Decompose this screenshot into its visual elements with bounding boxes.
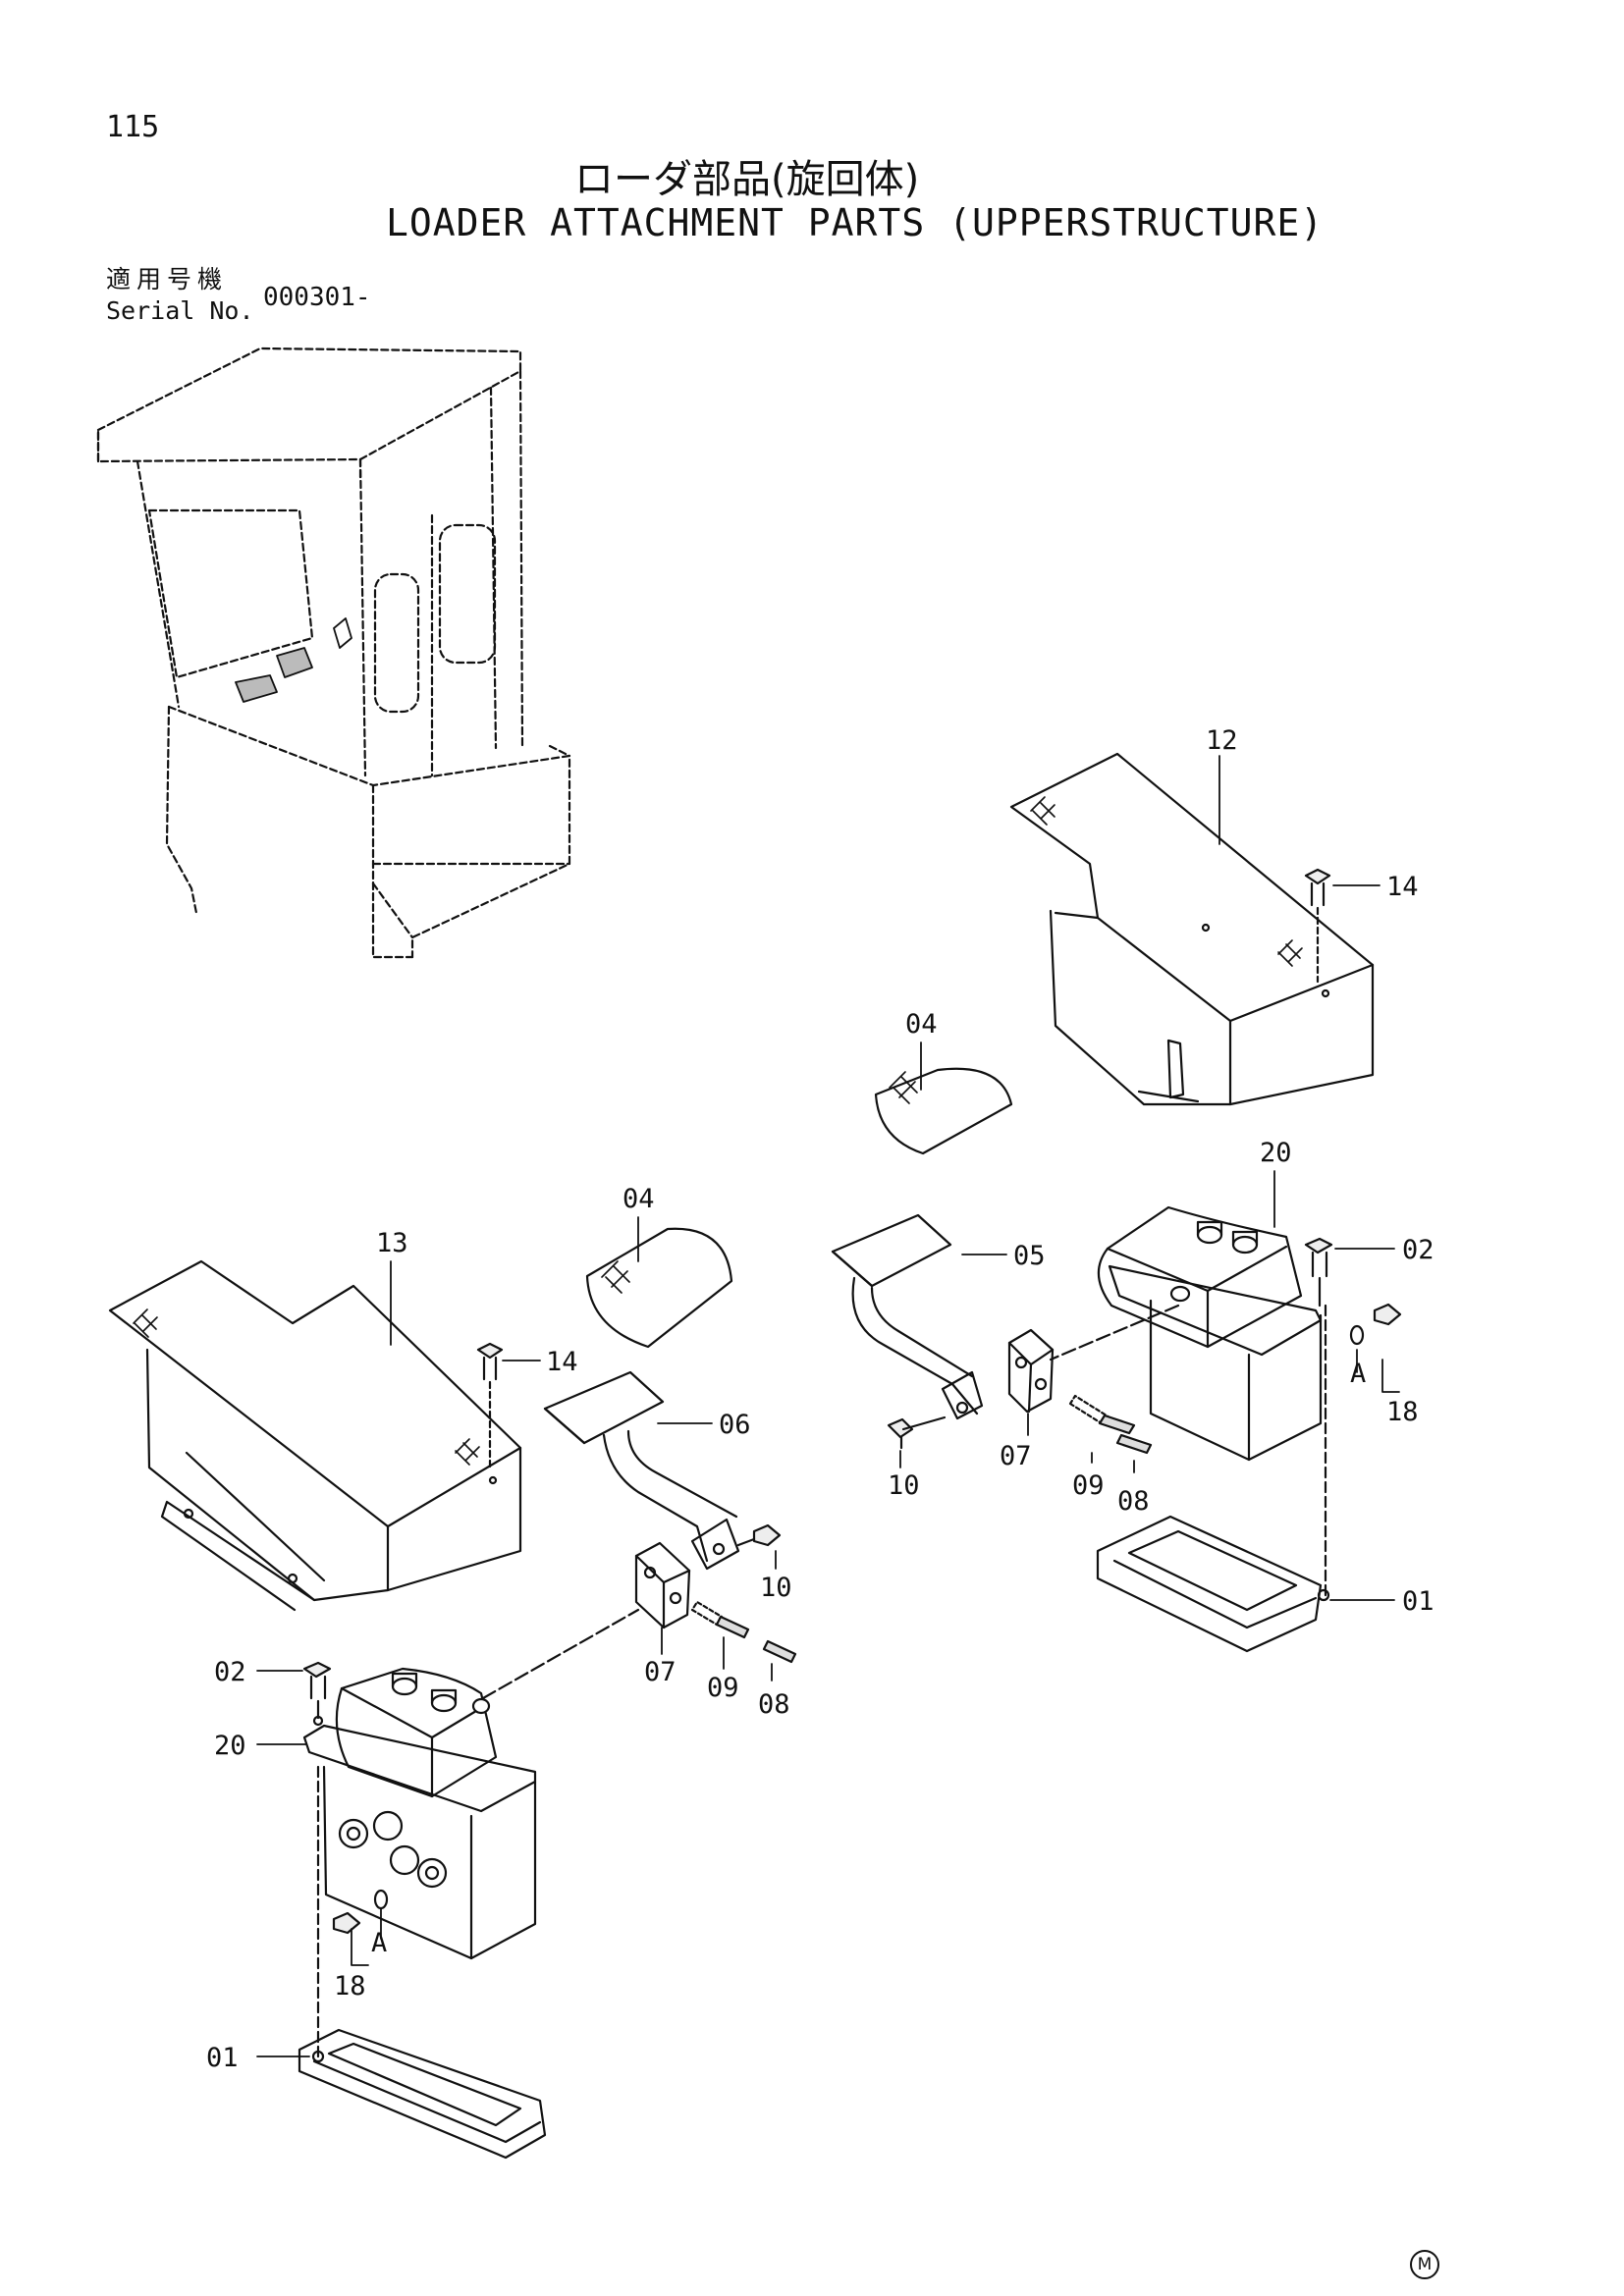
bolt-02-left <box>302 1661 332 2058</box>
floor-cover-13 <box>108 1259 522 1612</box>
page-title-english: LOADER ATTACHMENT PARTS (UPPERSTRUCTURE) <box>386 201 1325 244</box>
callout-09-right: 09 <box>1072 1470 1105 1501</box>
callout-07-right: 07 <box>1000 1441 1032 1471</box>
callout-09-left: 09 <box>707 1673 739 1703</box>
base-plate-01-right <box>1096 1515 1330 1653</box>
floor-cover-12 <box>1009 752 1375 1106</box>
callout-12: 12 <box>1206 725 1238 756</box>
callout-01-right: 01 <box>1402 1586 1435 1617</box>
bolt-14-right <box>1304 868 1331 984</box>
page-title-japanese: ローダ部品(旋回体) <box>574 157 920 202</box>
pins-09-08-right <box>1068 1394 1153 1455</box>
callout-08-right: 08 <box>1117 1486 1150 1517</box>
callout-20-right: 20 <box>1260 1138 1292 1168</box>
block-07-left <box>634 1541 691 1629</box>
page-number: 115 <box>106 110 160 144</box>
serial-number-value: 000301- <box>263 283 371 312</box>
callout-04-left: 04 <box>623 1184 655 1214</box>
callout-18-left: 18 <box>334 1971 366 2002</box>
bolt-10-right <box>887 1415 947 1450</box>
block-07-right <box>1007 1328 1055 1414</box>
callout-10-right: 10 <box>888 1470 920 1501</box>
callout-08-left: 08 <box>758 1689 790 1720</box>
pedal-06 <box>543 1370 740 1571</box>
serial-label-english: Serial No. <box>106 296 254 325</box>
plug-18-left <box>332 1889 389 1935</box>
pins-09-08-left <box>690 1600 797 1664</box>
m-mark-icon: M <box>1410 2250 1439 2279</box>
callout-14-right: 14 <box>1386 872 1419 902</box>
callout-04-right: 04 <box>905 1009 938 1040</box>
base-plate-01-left <box>298 2028 547 2160</box>
pedal-pad-04-left <box>585 1227 733 1349</box>
callout-10-left: 10 <box>760 1573 792 1603</box>
callout-a-right: A <box>1350 1359 1366 1389</box>
pilot-valve-20-right <box>1049 1205 1323 1462</box>
callout-01-left: 01 <box>206 2043 239 2073</box>
plug-18-right <box>1349 1303 1402 1346</box>
pilot-valve-20-left <box>302 1608 640 1960</box>
cab-pedals-icon <box>235 617 352 703</box>
callout-a-left: A <box>371 1928 387 1958</box>
callout-13: 13 <box>376 1228 408 1258</box>
callout-06: 06 <box>719 1410 751 1440</box>
cab-overview-drawing <box>96 347 571 959</box>
callout-02-left: 02 <box>214 1657 246 1687</box>
callout-18-right: 18 <box>1386 1397 1419 1427</box>
bolt-02-right <box>1304 1237 1333 1597</box>
callout-07-left: 07 <box>644 1657 677 1687</box>
pedal-pad-04-right <box>874 1067 1013 1155</box>
bolt-14-left <box>476 1342 504 1469</box>
callout-20-left: 20 <box>214 1731 246 1761</box>
pedal-05 <box>831 1213 984 1420</box>
callout-05: 05 <box>1013 1241 1046 1271</box>
callout-labels: 12 14 04 20 02 05 A 18 07 09 08 10 01 13… <box>206 725 1435 2073</box>
serial-label-japanese: 適用号機 <box>106 265 229 294</box>
bolt-10-left <box>736 1523 782 1547</box>
leader-lines <box>256 755 1400 2057</box>
callout-02-right: 02 <box>1402 1235 1435 1265</box>
callout-14-left: 14 <box>546 1347 578 1377</box>
